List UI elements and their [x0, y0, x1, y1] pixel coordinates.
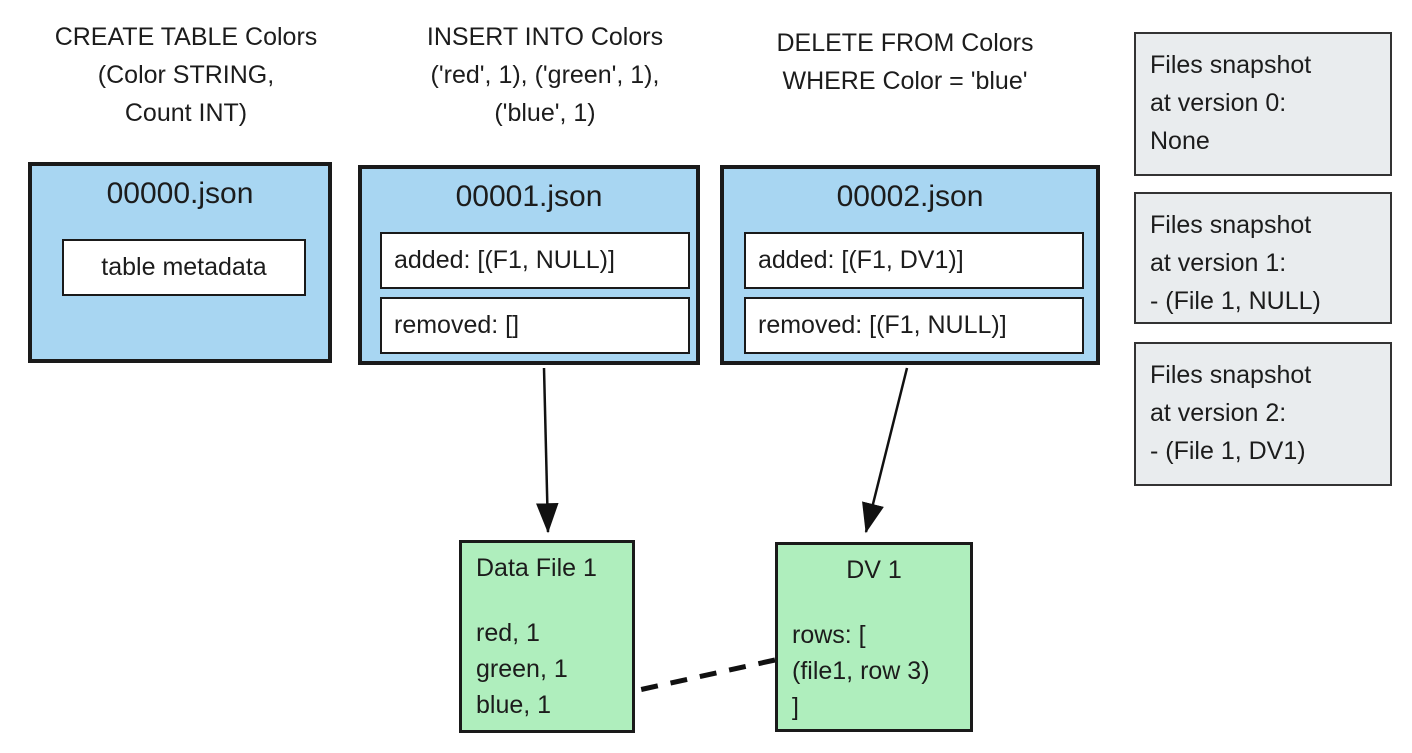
snapshot-line: Files snapshot [1150, 361, 1312, 389]
snapshot-line: Files snapshot [1150, 211, 1312, 239]
data-file-row-blue: blue, 1 [476, 691, 552, 719]
commit-box-00001: 00001.json added: [(F1, NULL)] removed: … [358, 165, 700, 365]
commit-entry-metadata: table metadata [62, 239, 306, 296]
snapshot-line: at version 0: [1150, 89, 1287, 117]
commit-box-00002: 00002.json added: [(F1, DV1)] removed: [… [720, 165, 1100, 365]
snapshot-line: at version 1: [1150, 249, 1287, 277]
commit-title: 00000.json [106, 177, 254, 210]
commit-entry-removed: removed: [] [380, 297, 690, 354]
commit-entry-added: added: [(F1, NULL)] [380, 232, 690, 289]
data-file-row-red: red, 1 [476, 619, 540, 647]
data-file-1-box: Data File 1 red, 1 green, 1 blue, 1 [459, 540, 635, 733]
snapshot-line: at version 2: [1150, 399, 1287, 427]
snapshot-line: Files snapshot [1150, 51, 1312, 79]
snapshot-line: - (File 1, DV1) [1150, 437, 1306, 465]
sql-insert-line: INSERT INTO Colors [426, 23, 664, 51]
sql-create-line: Count INT) [124, 99, 248, 127]
sql-create-statement: CREATE TABLE Colors (Color STRING, Count… [6, 18, 366, 132]
commit-title: 00002.json [836, 180, 984, 213]
deletion-vector-1-box: DV 1 rows: [ (file1, row 3) ] [775, 542, 973, 732]
commit-title: 00001.json [455, 180, 603, 213]
arrow-00002-to-dv1 [862, 367, 909, 534]
sql-insert-line: ('blue', 1) [494, 99, 596, 127]
deletion-vector-title: DV 1 [846, 556, 902, 584]
commit-box-00000: 00000.json table metadata [28, 162, 332, 363]
commit-entry-removed: removed: [(F1, NULL)] [744, 297, 1084, 354]
deletion-vector-line: rows: [ [792, 621, 866, 649]
snapshot-line: None [1150, 127, 1210, 155]
arrow-00001-to-datafile1 [536, 367, 559, 534]
deletion-vector-line: (file1, row 3) [792, 657, 930, 685]
data-file-title: Data File 1 [476, 554, 597, 582]
data-file-row-green: green, 1 [476, 655, 568, 683]
sql-delete-line: WHERE Color = 'blue' [782, 67, 1028, 95]
sql-delete-statement: DELETE FROM Colors WHERE Color = 'blue' [723, 24, 1087, 100]
commit-entry-added: added: [(F1, DV1)] [744, 232, 1084, 289]
sql-create-line: (Color STRING, [97, 61, 275, 89]
sql-create-line: CREATE TABLE Colors [54, 23, 318, 51]
sql-delete-line: DELETE FROM Colors [776, 29, 1034, 57]
sql-insert-line: ('red', 1), ('green', 1), [430, 61, 660, 89]
snapshot-line: - (File 1, NULL) [1150, 287, 1321, 315]
deletion-vector-line: ] [792, 693, 799, 721]
snapshot-box-version-2: Files snapshot at version 2: - (File 1, … [1134, 342, 1392, 486]
snapshot-box-version-0: Files snapshot at version 0: None [1134, 32, 1392, 176]
sql-insert-statement: INSERT INTO Colors ('red', 1), ('green',… [363, 18, 727, 132]
snapshot-box-version-1: Files snapshot at version 1: - (File 1, … [1134, 192, 1392, 324]
